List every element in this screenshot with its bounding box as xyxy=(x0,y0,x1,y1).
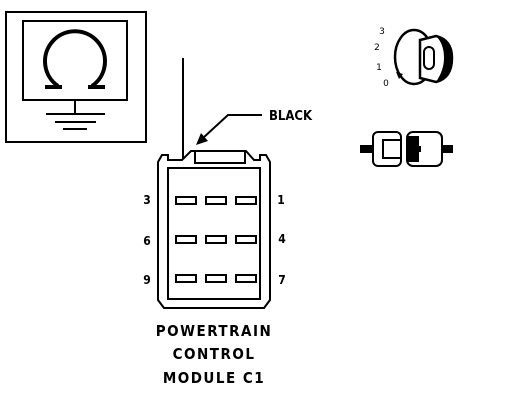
connector-c1-outline xyxy=(157,150,271,309)
ignition-pointer xyxy=(396,72,403,79)
caption-line-2: CONTROL xyxy=(173,345,256,363)
plug-wire-right xyxy=(441,145,453,153)
ohmmeter-symbol xyxy=(5,11,147,143)
cavity-5 xyxy=(205,235,227,244)
connector-latch xyxy=(194,150,246,164)
plug-wire-left xyxy=(360,145,374,153)
cavity-6 xyxy=(175,235,197,244)
pin-label-9: 9 xyxy=(143,273,151,287)
cavity-1 xyxy=(235,196,257,205)
omega-icon xyxy=(43,29,107,88)
pin-label-6: 6 xyxy=(143,234,151,248)
ground-icon xyxy=(46,113,105,130)
key-slot xyxy=(423,46,435,70)
key-head-shade xyxy=(436,36,452,82)
cavity-7 xyxy=(235,274,257,283)
pin-label-1: 1 xyxy=(277,193,285,207)
plug-male-pin xyxy=(382,139,402,159)
callout-leader xyxy=(202,114,262,139)
cavity-8 xyxy=(205,274,227,283)
connector-c1 xyxy=(157,150,271,309)
caption-line-1: POWERTRAIN xyxy=(156,322,273,340)
wire-callout: BLACK xyxy=(196,109,313,145)
ohmmeter-frame xyxy=(5,11,147,143)
connector-face xyxy=(167,167,261,300)
ignition-pos-0: 0 xyxy=(383,79,389,89)
connector-plug-icon xyxy=(360,131,453,167)
ignition-pos-2: 2 xyxy=(374,43,380,53)
cavity-3 xyxy=(175,196,197,205)
cavity-4 xyxy=(235,235,257,244)
wire-color-label: BLACK xyxy=(269,109,313,124)
pin-label-7: 7 xyxy=(278,273,286,287)
pin-label-4: 4 xyxy=(278,232,286,246)
cavity-2 xyxy=(205,196,227,205)
pin-label-3: 3 xyxy=(143,193,151,207)
caption-line-3: MODULE C1 xyxy=(163,369,265,387)
ignition-key-icon: 3 2 1 0 xyxy=(374,27,454,89)
callout-arrow-head xyxy=(196,133,208,145)
cavity-9 xyxy=(175,274,197,283)
plug-female-tip xyxy=(407,136,419,162)
ignition-pos-1: 1 xyxy=(376,63,382,73)
ignition-pos-3: 3 xyxy=(379,27,385,37)
